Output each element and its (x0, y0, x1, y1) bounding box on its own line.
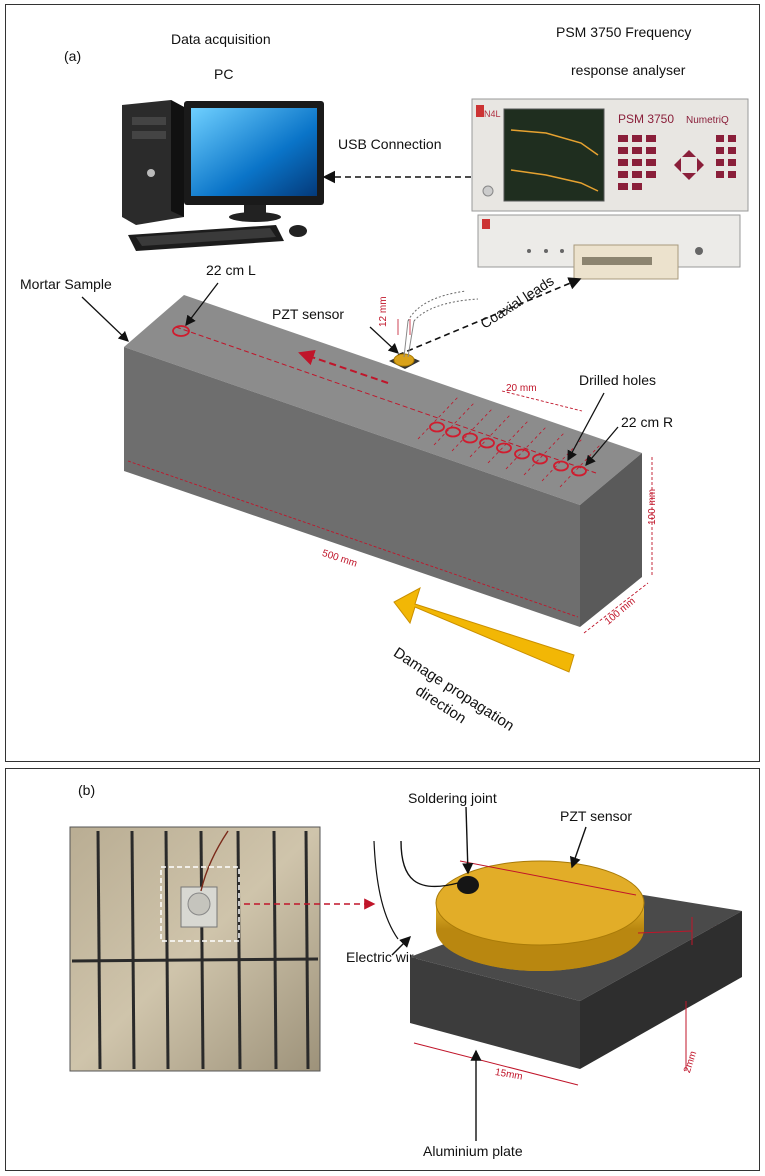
pc-monitor-icon (184, 101, 324, 222)
hole-left-pointer-arrow (185, 282, 219, 327)
dim-20mm-label: 20 mm (506, 383, 537, 394)
mortar-top-face (124, 295, 642, 505)
mortar-front-face (124, 347, 580, 627)
mortar-beam (124, 295, 642, 627)
beam-centre-line (175, 326, 597, 474)
mortar-pointer-arrow (81, 296, 129, 342)
drilled-pointer-arrow (567, 392, 605, 462)
wave-direction-arrow (298, 349, 389, 384)
pzt-sensor-icon (389, 290, 479, 369)
pzt-sensor-label: PZT sensor (272, 306, 345, 322)
electric-wire (400, 840, 459, 888)
mortar-sample-label: Mortar Sample (20, 276, 112, 292)
pzt-sensor-detail-label: PZT sensor (560, 808, 633, 824)
hole-22cm-left-label: 22 cm L (206, 262, 256, 278)
analyser-brand-text: N4L (484, 109, 501, 119)
panel-b-sensor-detail: (b) Soldering joint PZT sensor Electric … (5, 768, 760, 1171)
mortar-end-face (580, 453, 642, 627)
pc-keyboard-icon (128, 225, 307, 251)
impedance-adaptor-icon (477, 214, 741, 280)
analyser-label-line2: response analyser (571, 62, 686, 78)
dimension-lines (127, 390, 653, 634)
soldering-joint-icon (457, 876, 479, 894)
coaxial-leads-arrow (397, 277, 582, 356)
usb-connection-label: USB Connection (338, 136, 442, 152)
panel-b-tag: (b) (78, 782, 96, 798)
panel-b-dimension-lines (413, 860, 693, 1086)
analyser-model-text: PSM 3750 (618, 112, 674, 126)
pzt-detail-pointer-arrow (569, 826, 587, 869)
pc-label-line1: Data acquisition (171, 31, 271, 47)
pzt-pointer-arrow (369, 326, 399, 354)
aluminium-plate-label: Aluminium plate (423, 1143, 523, 1159)
solder-pointer-arrow (462, 806, 474, 875)
panel-a-drawing: N4L PSM 3750 NumetriQ (81, 98, 749, 673)
pc-label-line2: PC (214, 66, 234, 82)
damage-direction-arrow (393, 586, 575, 673)
soldering-joint-label: Soldering joint (408, 790, 497, 806)
zoom-box (160, 866, 240, 942)
analyser-sub-text: NumetriQ (686, 115, 729, 126)
panel-b-drawing (69, 806, 742, 1141)
electric-wire-label: Electric wire (346, 949, 422, 965)
panel-a-tag: (a) (64, 48, 82, 64)
hole-22cm-right (571, 465, 587, 477)
pc-mouse-icon (289, 225, 307, 237)
analyser-label-line1: PSM 3750 Frequency (556, 24, 692, 40)
drilled-holes (172, 325, 587, 477)
hole-right-pointer-arrow (585, 426, 619, 466)
pc-tower-icon (122, 100, 184, 225)
hole-22cm-left (172, 325, 190, 337)
frequency-analyser-icon: N4L PSM 3750 NumetriQ (471, 98, 749, 212)
wire-pointer-arrow (391, 936, 411, 956)
hole-22cm-right-label: 22 cm R (621, 414, 674, 430)
drilled-holes-label: Drilled holes (579, 372, 657, 388)
specimen-photo (69, 826, 321, 1072)
panel-a-test-setup: (a) Data acquisition PC PSM 3750 Frequen… (5, 4, 760, 762)
pzt-disk (435, 860, 645, 971)
